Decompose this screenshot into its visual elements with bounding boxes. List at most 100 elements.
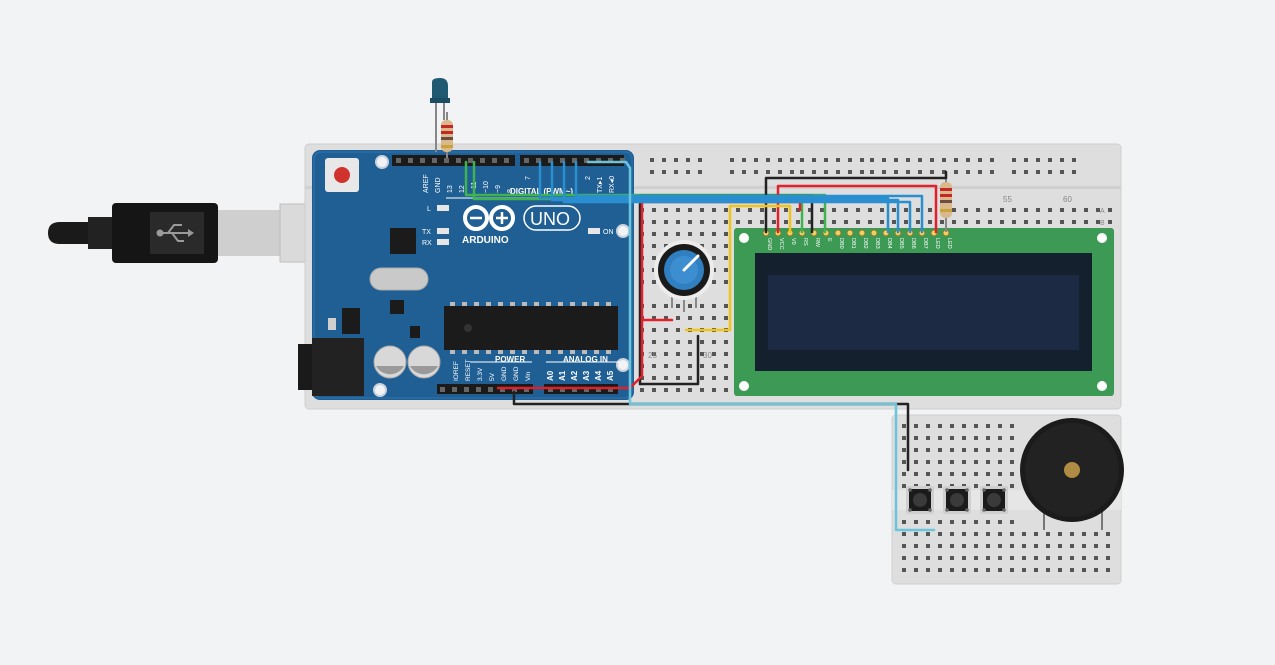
breadboard-hole[interactable] — [808, 220, 812, 224]
breadboard-hole[interactable] — [664, 364, 668, 368]
pushbutton[interactable] — [906, 486, 934, 514]
breadboard-hole[interactable] — [950, 556, 954, 560]
breadboard-hole[interactable] — [1070, 544, 1074, 548]
breadboard-hole[interactable] — [986, 568, 990, 572]
breadboard-hole[interactable] — [724, 316, 728, 320]
breadboard-hole[interactable] — [1108, 220, 1112, 224]
breadboard-hole[interactable] — [1024, 170, 1028, 174]
breadboard-hole[interactable] — [986, 424, 990, 428]
pushbutton[interactable] — [980, 486, 1008, 514]
breadboard-hole[interactable] — [688, 208, 692, 212]
breadboard-hole[interactable] — [1024, 220, 1028, 224]
header-pin[interactable] — [572, 158, 577, 163]
breadboard-hole[interactable] — [724, 364, 728, 368]
breadboard-hole[interactable] — [952, 220, 956, 224]
breadboard-hole[interactable] — [938, 448, 942, 452]
breadboard-hole[interactable] — [964, 208, 968, 212]
breadboard-hole[interactable] — [766, 170, 770, 174]
breadboard-hole[interactable] — [652, 364, 656, 368]
breadboard-hole[interactable] — [962, 568, 966, 572]
breadboard-hole[interactable] — [902, 568, 906, 572]
breadboard-hole[interactable] — [894, 158, 898, 162]
breadboard-hole[interactable] — [664, 220, 668, 224]
lcd-pin[interactable] — [846, 229, 854, 237]
breadboard-hole[interactable] — [652, 280, 656, 284]
breadboard-hole[interactable] — [1070, 568, 1074, 572]
breadboard-hole[interactable] — [882, 158, 886, 162]
breadboard-hole[interactable] — [998, 436, 1002, 440]
header-pin[interactable] — [480, 158, 485, 163]
breadboard-hole[interactable] — [860, 158, 864, 162]
breadboard-hole[interactable] — [938, 472, 942, 476]
breadboard-hole[interactable] — [664, 388, 668, 392]
breadboard-hole[interactable] — [928, 220, 932, 224]
breadboard-hole[interactable] — [784, 220, 788, 224]
breadboard-hole[interactable] — [902, 460, 906, 464]
breadboard-hole[interactable] — [1012, 208, 1016, 212]
breadboard-hole[interactable] — [1048, 158, 1052, 162]
breadboard-hole[interactable] — [1096, 220, 1100, 224]
breadboard-hole[interactable] — [820, 208, 824, 212]
lcd-pin[interactable] — [858, 229, 866, 237]
breadboard-hole[interactable] — [986, 532, 990, 536]
breadboard-hole[interactable] — [998, 520, 1002, 524]
breadboard-hole[interactable] — [1022, 532, 1026, 536]
breadboard-hole[interactable] — [870, 158, 874, 162]
breadboard-hole[interactable] — [848, 158, 852, 162]
breadboard-hole[interactable] — [1060, 158, 1064, 162]
breadboard-hole[interactable] — [676, 208, 680, 212]
breadboard-hole[interactable] — [986, 448, 990, 452]
breadboard-hole[interactable] — [1034, 544, 1038, 548]
breadboard-hole[interactable] — [952, 208, 956, 212]
breadboard-hole[interactable] — [820, 220, 824, 224]
breadboard-hole[interactable] — [664, 352, 668, 356]
breadboard-hole[interactable] — [1024, 208, 1028, 212]
breadboard-hole[interactable] — [938, 460, 942, 464]
breadboard-hole[interactable] — [926, 460, 930, 464]
breadboard-hole[interactable] — [974, 520, 978, 524]
breadboard-hole[interactable] — [748, 208, 752, 212]
header-pin[interactable] — [452, 387, 457, 392]
breadboard-hole[interactable] — [902, 472, 906, 476]
breadboard-hole[interactable] — [902, 532, 906, 536]
led-blue[interactable] — [430, 78, 450, 152]
breadboard-hole[interactable] — [812, 170, 816, 174]
resistor-lcd-backlight[interactable] — [940, 172, 952, 232]
breadboard-hole[interactable] — [880, 208, 884, 212]
breadboard-hole[interactable] — [914, 520, 918, 524]
wire-black[interactable] — [638, 334, 700, 386]
lcd-pin[interactable] — [834, 229, 842, 237]
breadboard-hole[interactable] — [1058, 568, 1062, 572]
breadboard-hole[interactable] — [836, 158, 840, 162]
breadboard-hole[interactable] — [652, 388, 656, 392]
breadboard-hole[interactable] — [998, 448, 1002, 452]
breadboard-hole[interactable] — [926, 544, 930, 548]
breadboard-hole[interactable] — [986, 460, 990, 464]
breadboard-hole[interactable] — [966, 158, 970, 162]
breadboard-hole[interactable] — [986, 520, 990, 524]
breadboard-hole[interactable] — [914, 544, 918, 548]
breadboard-hole[interactable] — [796, 220, 800, 224]
header-pin[interactable] — [536, 158, 541, 163]
breadboard-hole[interactable] — [1010, 520, 1014, 524]
breadboard-hole[interactable] — [784, 208, 788, 212]
breadboard-hole[interactable] — [652, 244, 656, 248]
breadboard-hole[interactable] — [724, 388, 728, 392]
header-pin[interactable] — [596, 387, 601, 392]
breadboard-hole[interactable] — [1046, 556, 1050, 560]
breadboard-hole[interactable] — [950, 460, 954, 464]
breadboard-hole[interactable] — [688, 316, 692, 320]
breadboard-hole[interactable] — [1108, 208, 1112, 212]
breadboard-hole[interactable] — [942, 158, 946, 162]
breadboard-hole[interactable] — [926, 532, 930, 536]
breadboard-hole[interactable] — [880, 220, 884, 224]
breadboard-hole[interactable] — [1010, 532, 1014, 536]
breadboard-hole[interactable] — [664, 340, 668, 344]
breadboard-hole[interactable] — [1072, 158, 1076, 162]
breadboard-hole[interactable] — [1010, 424, 1014, 428]
breadboard-hole[interactable] — [938, 556, 942, 560]
breadboard-hole[interactable] — [962, 532, 966, 536]
breadboard-hole[interactable] — [640, 376, 644, 380]
breadboard-hole[interactable] — [1000, 208, 1004, 212]
header-pin[interactable] — [396, 158, 401, 163]
